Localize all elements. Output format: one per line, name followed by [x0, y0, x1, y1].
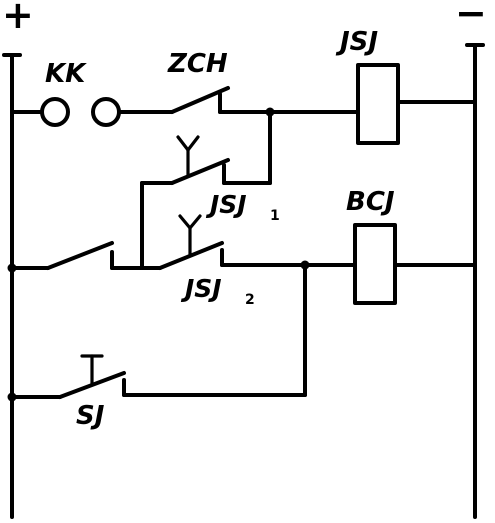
- row-1-circuit: [10, 63, 477, 145]
- jsj-coil: [356, 63, 400, 145]
- bcj-label: BCJ: [346, 187, 395, 217]
- kk-label: KK: [45, 59, 87, 89]
- jsj2-contact: [158, 241, 307, 270]
- sj-contact: [58, 371, 307, 399]
- zch-label: ZCH: [167, 49, 228, 79]
- positive-rail: [2, 53, 22, 519]
- kk-terminal-right: [91, 97, 121, 127]
- row-2-circuit: [7, 214, 477, 305]
- jsj1-label-main: JSJ: [205, 190, 247, 219]
- jsj1-delay-symbol: [176, 135, 200, 178]
- kk-terminal-left: [40, 97, 70, 127]
- row-3-circuit: [7, 263, 307, 402]
- jsj2-delay-symbol: [178, 214, 202, 257]
- jsj2-label: JSJ 2: [180, 274, 255, 308]
- sj-pushbutton-symbol: [80, 354, 104, 387]
- positive-sign: +: [2, 0, 34, 37]
- zch-contact: [170, 86, 272, 114]
- jsj2-label-sub: 2: [245, 292, 255, 308]
- sj-label: SJ: [76, 401, 105, 431]
- negative-sign: −: [455, 0, 487, 35]
- jsj2-label-main: JSJ: [180, 274, 222, 303]
- bcj-coil: [353, 223, 397, 305]
- negative-rail: [465, 43, 485, 519]
- jsj1-label-sub: 1: [270, 208, 280, 224]
- jsj-label: JSJ: [335, 27, 378, 57]
- jsj1-branch: [140, 110, 272, 270]
- jsj1-label: JSJ 1: [205, 190, 280, 224]
